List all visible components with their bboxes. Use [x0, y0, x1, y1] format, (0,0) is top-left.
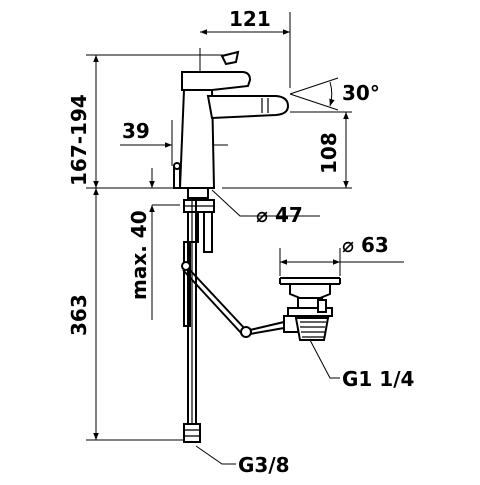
hose-thread-label: G3/8	[238, 453, 290, 477]
hose-length-label: 363	[67, 294, 91, 336]
total-width-label: 121	[229, 7, 271, 31]
waste-valve	[279, 277, 341, 341]
rod-length-label: max. 40	[127, 210, 151, 300]
waste-diameter-label: ⌀ 63	[342, 233, 389, 257]
body-diameter-label: ⌀ 47	[256, 203, 303, 227]
shank-assembly	[183, 187, 215, 443]
lever-offset-label: 39	[122, 119, 150, 143]
faucet-body	[173, 50, 290, 189]
dimension-lines	[93, 29, 404, 465]
waste-thread-label: G1 1/4	[342, 367, 414, 391]
pull-rod	[181, 261, 285, 338]
total-height-label: 167-194	[67, 94, 91, 186]
spout-height-label: 108	[317, 132, 341, 174]
spout-angle-label: 30°	[342, 81, 380, 105]
